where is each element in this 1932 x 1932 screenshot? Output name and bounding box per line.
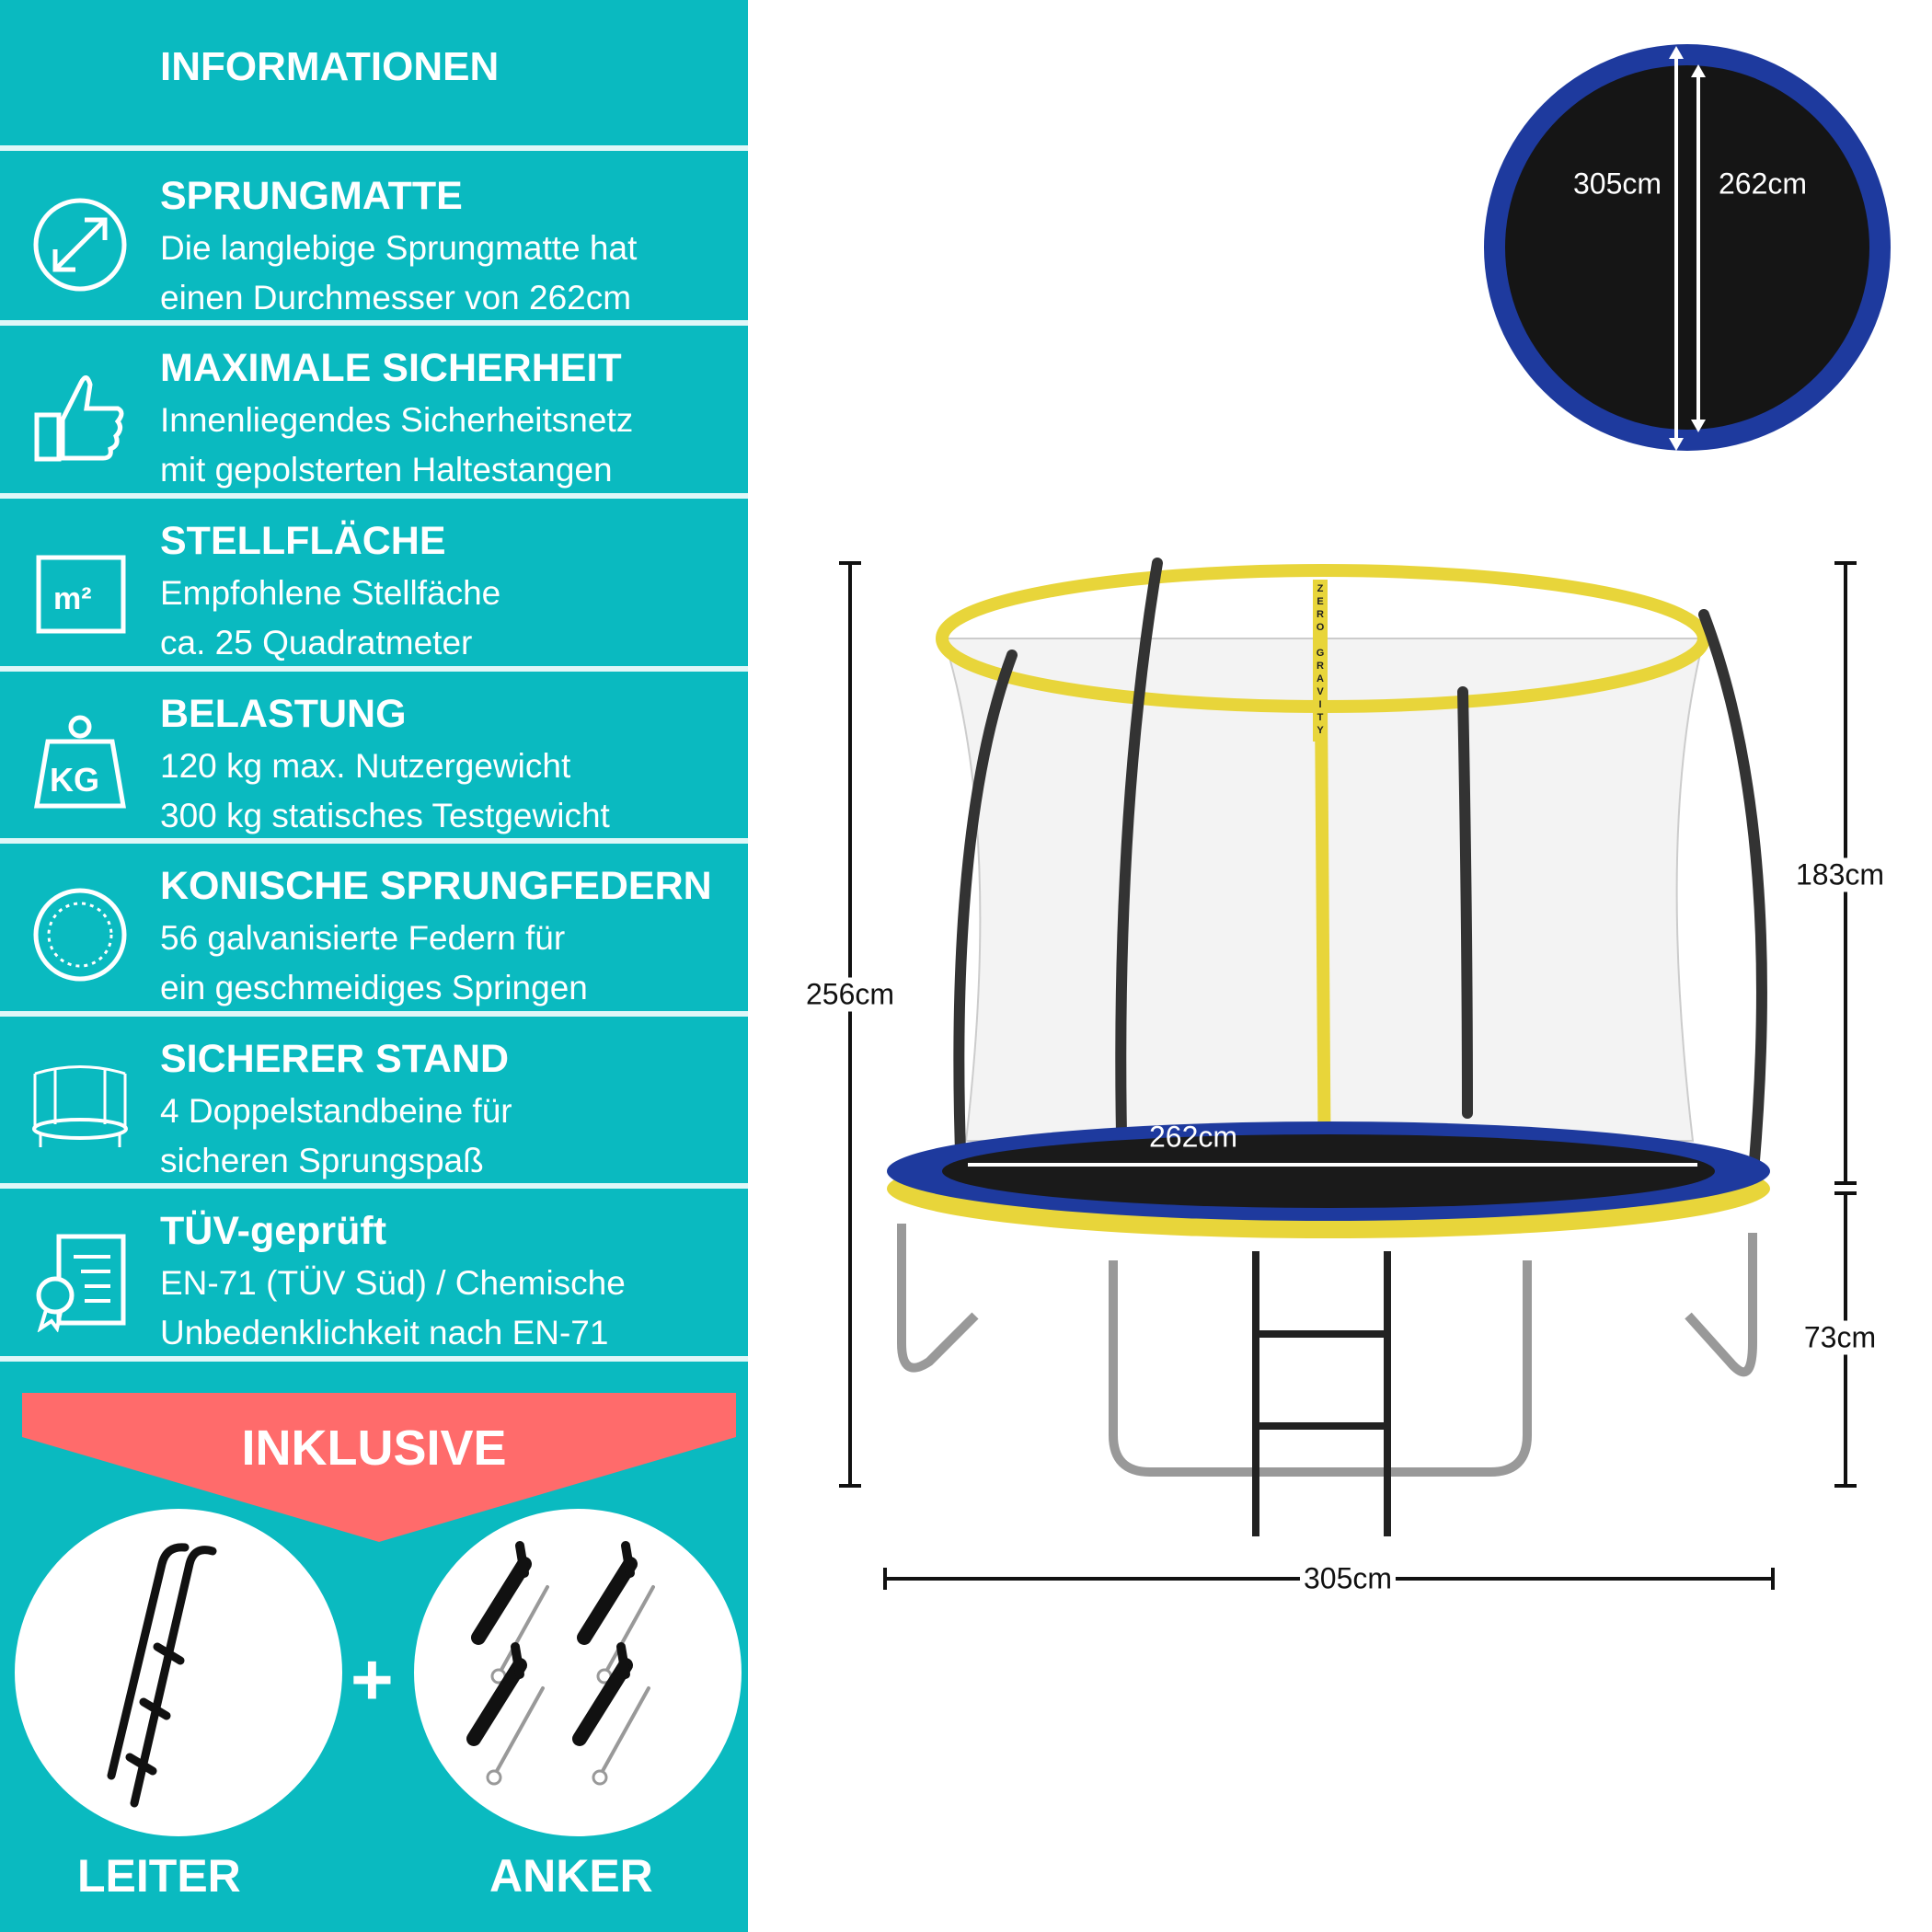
total-height-label: 256cm	[801, 977, 899, 1012]
mat-diameter-label: 262cm	[1148, 1120, 1238, 1154]
feature-line: EN-71 (TÜV Süd) / Chemische	[160, 1264, 626, 1302]
feature-title: STELLFLÄCHE	[160, 519, 446, 563]
feature-line: Empfohlene Stellfäche	[160, 574, 501, 612]
thumbs-up-icon	[34, 375, 124, 462]
panel-title: INFORMATIONEN	[160, 44, 500, 89]
feature-line: Innenliegendes Sicherheitsnetz	[160, 401, 634, 439]
feature-row: SICHERER STAND 4 Doppelstandbeine für si…	[0, 1017, 748, 1184]
feature-row: MAXIMALE SICHERHEIT Innenliegendes Siche…	[0, 326, 748, 493]
feature-title: SICHERER STAND	[160, 1037, 510, 1081]
frame-height-label: 73cm	[1800, 1320, 1880, 1355]
feature-title: KONISCHE SPRUNGFEDERN	[160, 864, 712, 908]
row-divider	[0, 1183, 748, 1189]
width-label: 305cm	[1299, 1561, 1397, 1596]
feature-row: KONISCHE SPRUNGFEDERN 56 galvanisierte F…	[0, 844, 748, 1011]
feature-line: einen Durchmesser von 262cm	[160, 279, 632, 316]
inklusive-banner	[22, 1393, 736, 1542]
pole-brand-text: ZERO GRAVITY	[1313, 580, 1328, 742]
feature-row: TÜV-geprüft EN-71 (TÜV Süd) / Chemische …	[0, 1189, 748, 1356]
row-divider	[0, 145, 748, 151]
feature-line: sicheren Sprungspaß	[160, 1142, 484, 1179]
feature-row: KG BELASTUNG 120 kg max. Nutzergewicht 3…	[0, 672, 748, 839]
feature-line: 56 galvanisierte Federn für	[160, 919, 566, 957]
svg-text:KG: KG	[50, 761, 99, 799]
square-meter-icon: m²	[36, 555, 126, 634]
row-divider	[0, 320, 748, 326]
row-divider	[0, 838, 748, 844]
top-mat-diameter: 262cm	[1718, 167, 1808, 201]
feature-line: 300 kg statisches Testgewicht	[160, 797, 610, 834]
diagonal-arrows-circle-icon	[33, 198, 127, 292]
feature-row: SPRUNGMATTE Die langlebige Sprungmatte h…	[0, 154, 748, 321]
anchor-kit-icon	[414, 1509, 742, 1836]
anchor-label: ANKER	[489, 1850, 653, 1902]
feature-line: 4 Doppelstandbeine für	[160, 1092, 512, 1130]
ladder-item	[15, 1509, 342, 1836]
inklusive-title: INKLUSIVE	[241, 1420, 507, 1476]
springs-circle-icon	[33, 888, 127, 982]
feature-title: BELASTUNG	[160, 692, 407, 736]
ladder-icon	[107, 1543, 217, 1808]
weight-kg-icon: KG	[34, 715, 126, 809]
trampoline-icon	[32, 1065, 128, 1147]
svg-text:m²: m²	[53, 581, 92, 616]
feature-line: ein geschmeidiges Springen	[160, 969, 588, 1006]
plus-sign: +	[351, 1639, 394, 1720]
feature-line: Die langlebige Sprungmatte hat	[160, 229, 638, 267]
row-divider	[0, 493, 748, 499]
certificate-icon	[36, 1234, 126, 1332]
feature-title: MAXIMALE SICHERHEIT	[160, 346, 622, 390]
row-divider	[0, 1011, 748, 1017]
feature-title: SPRUNGMATTE	[160, 174, 463, 218]
feature-line: Unbedenklichkeit nach EN-71	[160, 1314, 609, 1351]
trampoline-side-view	[887, 558, 1770, 1536]
feature-line: mit gepolsterten Haltestangen	[160, 451, 613, 489]
row-divider	[0, 1356, 748, 1362]
feature-row: m² STELLFLÄCHE Empfohlene Stellfäche ca.…	[0, 499, 748, 666]
feature-line: ca. 25 Quadratmeter	[160, 624, 473, 661]
feature-line: 120 kg max. Nutzergewicht	[160, 747, 571, 785]
feature-title: TÜV-geprüft	[160, 1209, 387, 1253]
mat-top-view	[1484, 44, 1891, 451]
ladder-label: LEITER	[77, 1850, 241, 1902]
net-height-label: 183cm	[1791, 857, 1889, 892]
anchor-item	[414, 1509, 742, 1836]
row-divider	[0, 666, 748, 672]
top-outer-diameter: 305cm	[1572, 167, 1662, 201]
